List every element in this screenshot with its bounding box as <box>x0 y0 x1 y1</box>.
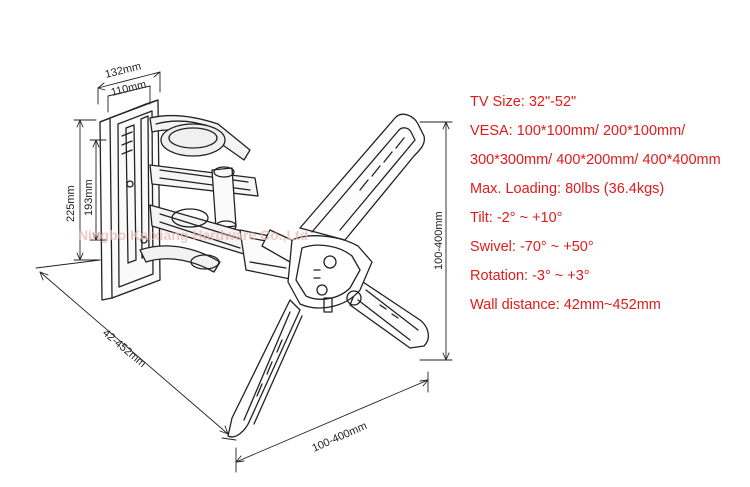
spec-rotation: Rotation: -3° ~ +3° <box>470 268 590 284</box>
dim-label-225mm: 225mm <box>65 185 77 222</box>
tv-bracket <box>227 113 430 438</box>
dim-label-vesa-vertical: 100-400mm <box>433 211 445 270</box>
spec-tv-size: TV Size: 32"-52" <box>470 94 577 110</box>
spec-tilt: Tilt: -2° ~ +10° <box>470 210 563 226</box>
dim-label-vesa-horizontal: 100-400mm <box>310 420 369 455</box>
spec-max-loading: Max. Loading: 80lbs (36.4kgs) <box>470 181 665 197</box>
articulating-arms <box>139 114 299 281</box>
dim-label-193mm: 193mm <box>83 179 95 216</box>
spec-swivel: Swivel: -70° ~ +50° <box>470 239 594 255</box>
spec-list: TV Size: 32"-52" VESA: 100*100mm/ 200*10… <box>470 88 750 320</box>
spec-wall-distance: Wall distance: 42mm~452mm <box>470 297 661 313</box>
company-watermark: Ningbo Kaixiang Hardware Co.,Ltd <box>78 227 308 243</box>
wall-plate <box>99 99 161 301</box>
dimension-lines <box>35 71 453 473</box>
spec-vesa: VESA: 100*100mm/ 200*100mm/ <box>470 123 686 139</box>
dim-label-extension: 42-452mm <box>100 327 148 370</box>
dim-label-110mm: 110mm <box>110 79 148 99</box>
spec-vesa-continued: 300*300mm/ 400*200mm/ 400*400mm <box>470 152 721 168</box>
